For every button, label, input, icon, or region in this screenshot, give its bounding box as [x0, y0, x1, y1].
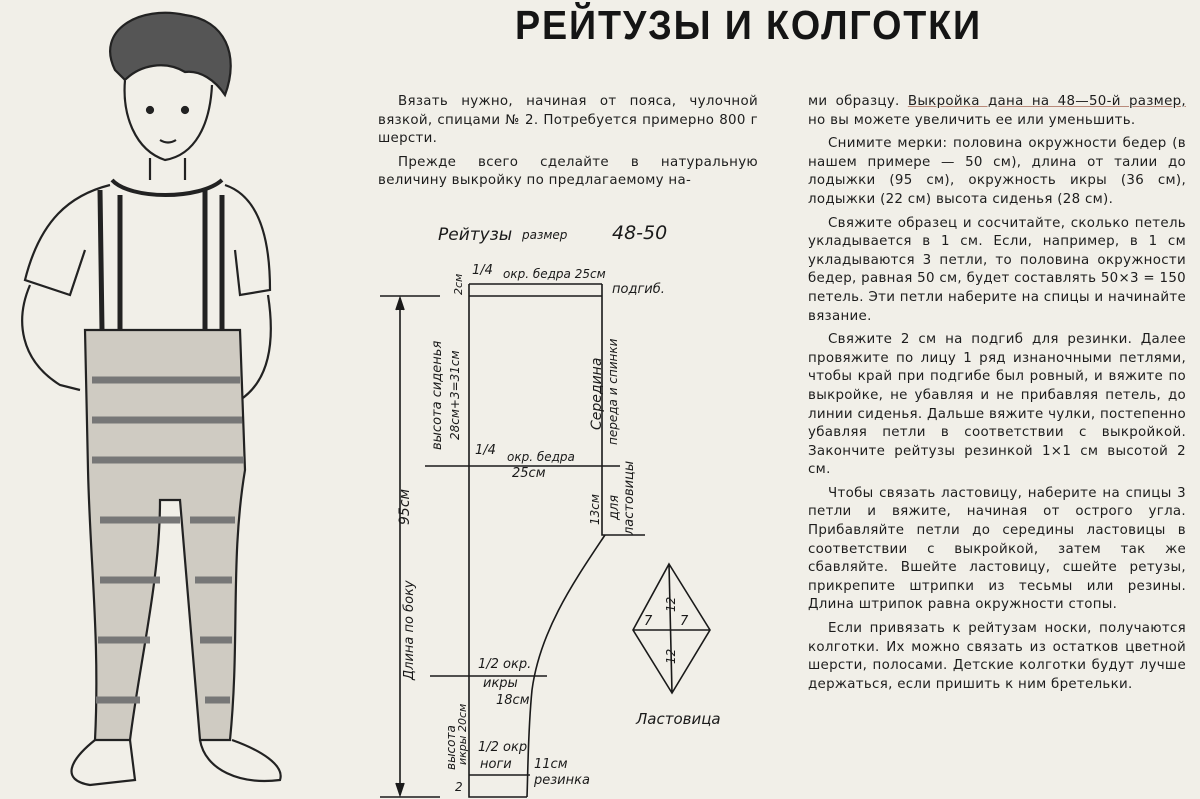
intro-column: Вязать нужно, начиная от пояса, чулочной… [378, 93, 758, 196]
gusset-title: Ластовица [636, 710, 721, 728]
seat-height-value: 28см+3=31см [448, 350, 462, 440]
paragraph: ми образцу. Выкройка дана на 48—50-й раз… [808, 93, 1186, 130]
ankle-label-2: ноги [480, 757, 512, 772]
ankle-value: 11см [534, 757, 568, 772]
calf-label-2: икры [483, 676, 518, 691]
gusset-for: для [607, 494, 622, 520]
gusset-diamond [632, 562, 711, 695]
pattern-heading: Рейтузы [438, 225, 513, 245]
paragraph: Чтобы связать ластовицу, наберите на спи… [808, 485, 1186, 613]
instructions-column: ми образцу. Выкройка дана на 48—50-й раз… [808, 93, 1186, 699]
total-length-value: 95см [397, 488, 413, 525]
fold-cm: 2см [452, 273, 465, 295]
paragraph: Свяжите 2 см на подгиб для резинки. Дале… [808, 332, 1186, 478]
hip-quarter: 1/4 [475, 443, 496, 458]
top-quarter: 1/4 [472, 263, 493, 278]
gusset-for-2: ластовицы [622, 460, 637, 535]
seat-height-label: высота сиденья [430, 340, 445, 450]
gusset-half-height: 12 [664, 596, 678, 612]
middle-label-2: переда и спинки [606, 338, 620, 445]
text: но вы можете увеличить ее или уменьшить. [808, 112, 1136, 128]
gusset-half-width: 7 [680, 614, 689, 629]
underlined-text: Выкройка дана на 48—50-й размер, [907, 94, 1186, 109]
paragraph: Прежде всего сделайте в натуральную вели… [378, 154, 758, 189]
calf-value: 18см [496, 693, 530, 708]
gusset-half-width: 7 [644, 614, 653, 629]
waist-line [469, 283, 602, 297]
calf-height-value: икры 20см [456, 703, 469, 765]
top-hip-label: окр. бедра 25см [503, 267, 606, 281]
paragraph: Свяжите образец и сосчитайте, сколько пе… [808, 215, 1186, 324]
center-line [601, 284, 645, 536]
ankle-label: 1/2 окр [478, 740, 528, 755]
size-value: 48-50 [612, 222, 668, 244]
fold-label: подгиб. [612, 282, 665, 297]
page-title: РЕЙТУЗЫ И КОЛГОТКИ [515, 2, 982, 48]
rib-cm: 2 [455, 780, 463, 794]
paragraph: Снимите мерки: половина окружности бедер… [808, 136, 1186, 207]
side-line [468, 284, 527, 798]
hip-label: окр. бедра [507, 450, 575, 464]
rib-label: резинка [534, 773, 590, 788]
size-label: размер [522, 228, 568, 242]
hip-value: 25см [512, 466, 546, 481]
leg-curve [526, 534, 606, 798]
paragraph: Если привязать к рейтузам носки, получаю… [808, 621, 1186, 692]
length-dimension [380, 295, 440, 798]
gusset-cm: 13см [588, 494, 602, 525]
paragraph: Вязать нужно, начиная от пояса, чулочной… [378, 94, 758, 147]
calf-label: 1/2 окр. [478, 657, 532, 672]
gusset-half-height: 12 [664, 648, 678, 664]
middle-label: Середина [589, 357, 605, 430]
total-length-label: Длина по боку [402, 580, 417, 680]
text: ми образцу. [808, 94, 908, 109]
